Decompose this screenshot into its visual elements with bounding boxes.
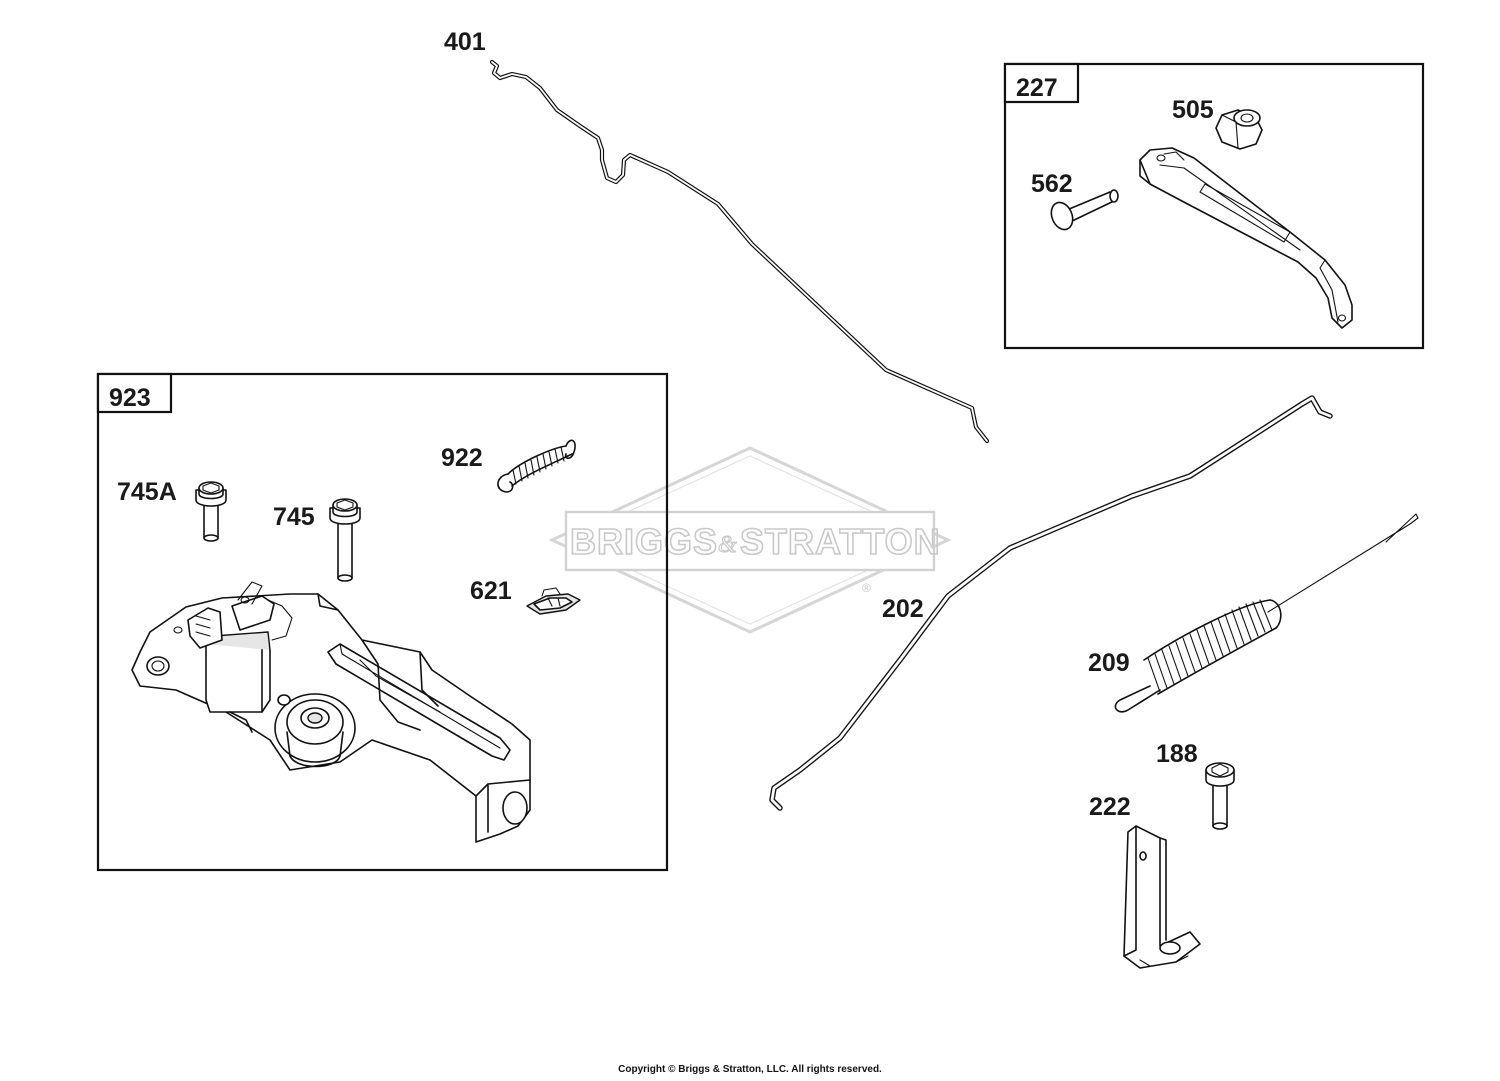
- box-label-923: 923: [109, 384, 151, 412]
- part-label-222: 222: [1089, 793, 1131, 821]
- governor-rod-202: [769, 395, 1333, 811]
- nut-505: [1215, 109, 1263, 150]
- part-label-209: 209: [1088, 649, 1130, 677]
- copyright-notice: Copyright © Briggs & Stratton, LLC. All …: [618, 1064, 882, 1075]
- bolt-745: [329, 498, 361, 582]
- watermark-registered-mark: ®: [862, 581, 871, 595]
- spring-922: [497, 439, 576, 493]
- part-label-621: 621: [470, 577, 512, 605]
- pin-562: [1050, 189, 1119, 231]
- watermark-brand-left: BRIGGS: [570, 521, 718, 562]
- bolt-745a: [195, 481, 227, 542]
- box-label-227: 227: [1016, 74, 1058, 102]
- part-label-745a: 745A: [117, 478, 177, 506]
- kit-box-227: 227: [1003, 62, 1425, 350]
- governor-lever-227: [1139, 147, 1353, 329]
- part-label-562: 562: [1031, 170, 1073, 198]
- part-label-202: 202: [882, 595, 924, 623]
- part-label-745: 745: [273, 503, 315, 531]
- governor-spring-209: [1114, 513, 1419, 713]
- screw-188: [1205, 762, 1235, 830]
- bracket-222: [1123, 825, 1201, 969]
- part-label-505: 505: [1172, 96, 1214, 124]
- watermark-brand-amp: &: [718, 532, 737, 558]
- watermark-brand-right: STRATTON: [740, 521, 941, 562]
- kit-box-923: 923: [96, 372, 669, 872]
- part-label-188: 188: [1156, 740, 1198, 768]
- part-label-401: 401: [444, 28, 486, 56]
- brand-watermark: BRIGGS & STRATTON ®: [548, 446, 952, 634]
- governor-link-401: [489, 59, 990, 444]
- part-label-922: 922: [441, 444, 483, 472]
- control-bracket-923: [131, 581, 531, 843]
- clip-621: [526, 587, 581, 615]
